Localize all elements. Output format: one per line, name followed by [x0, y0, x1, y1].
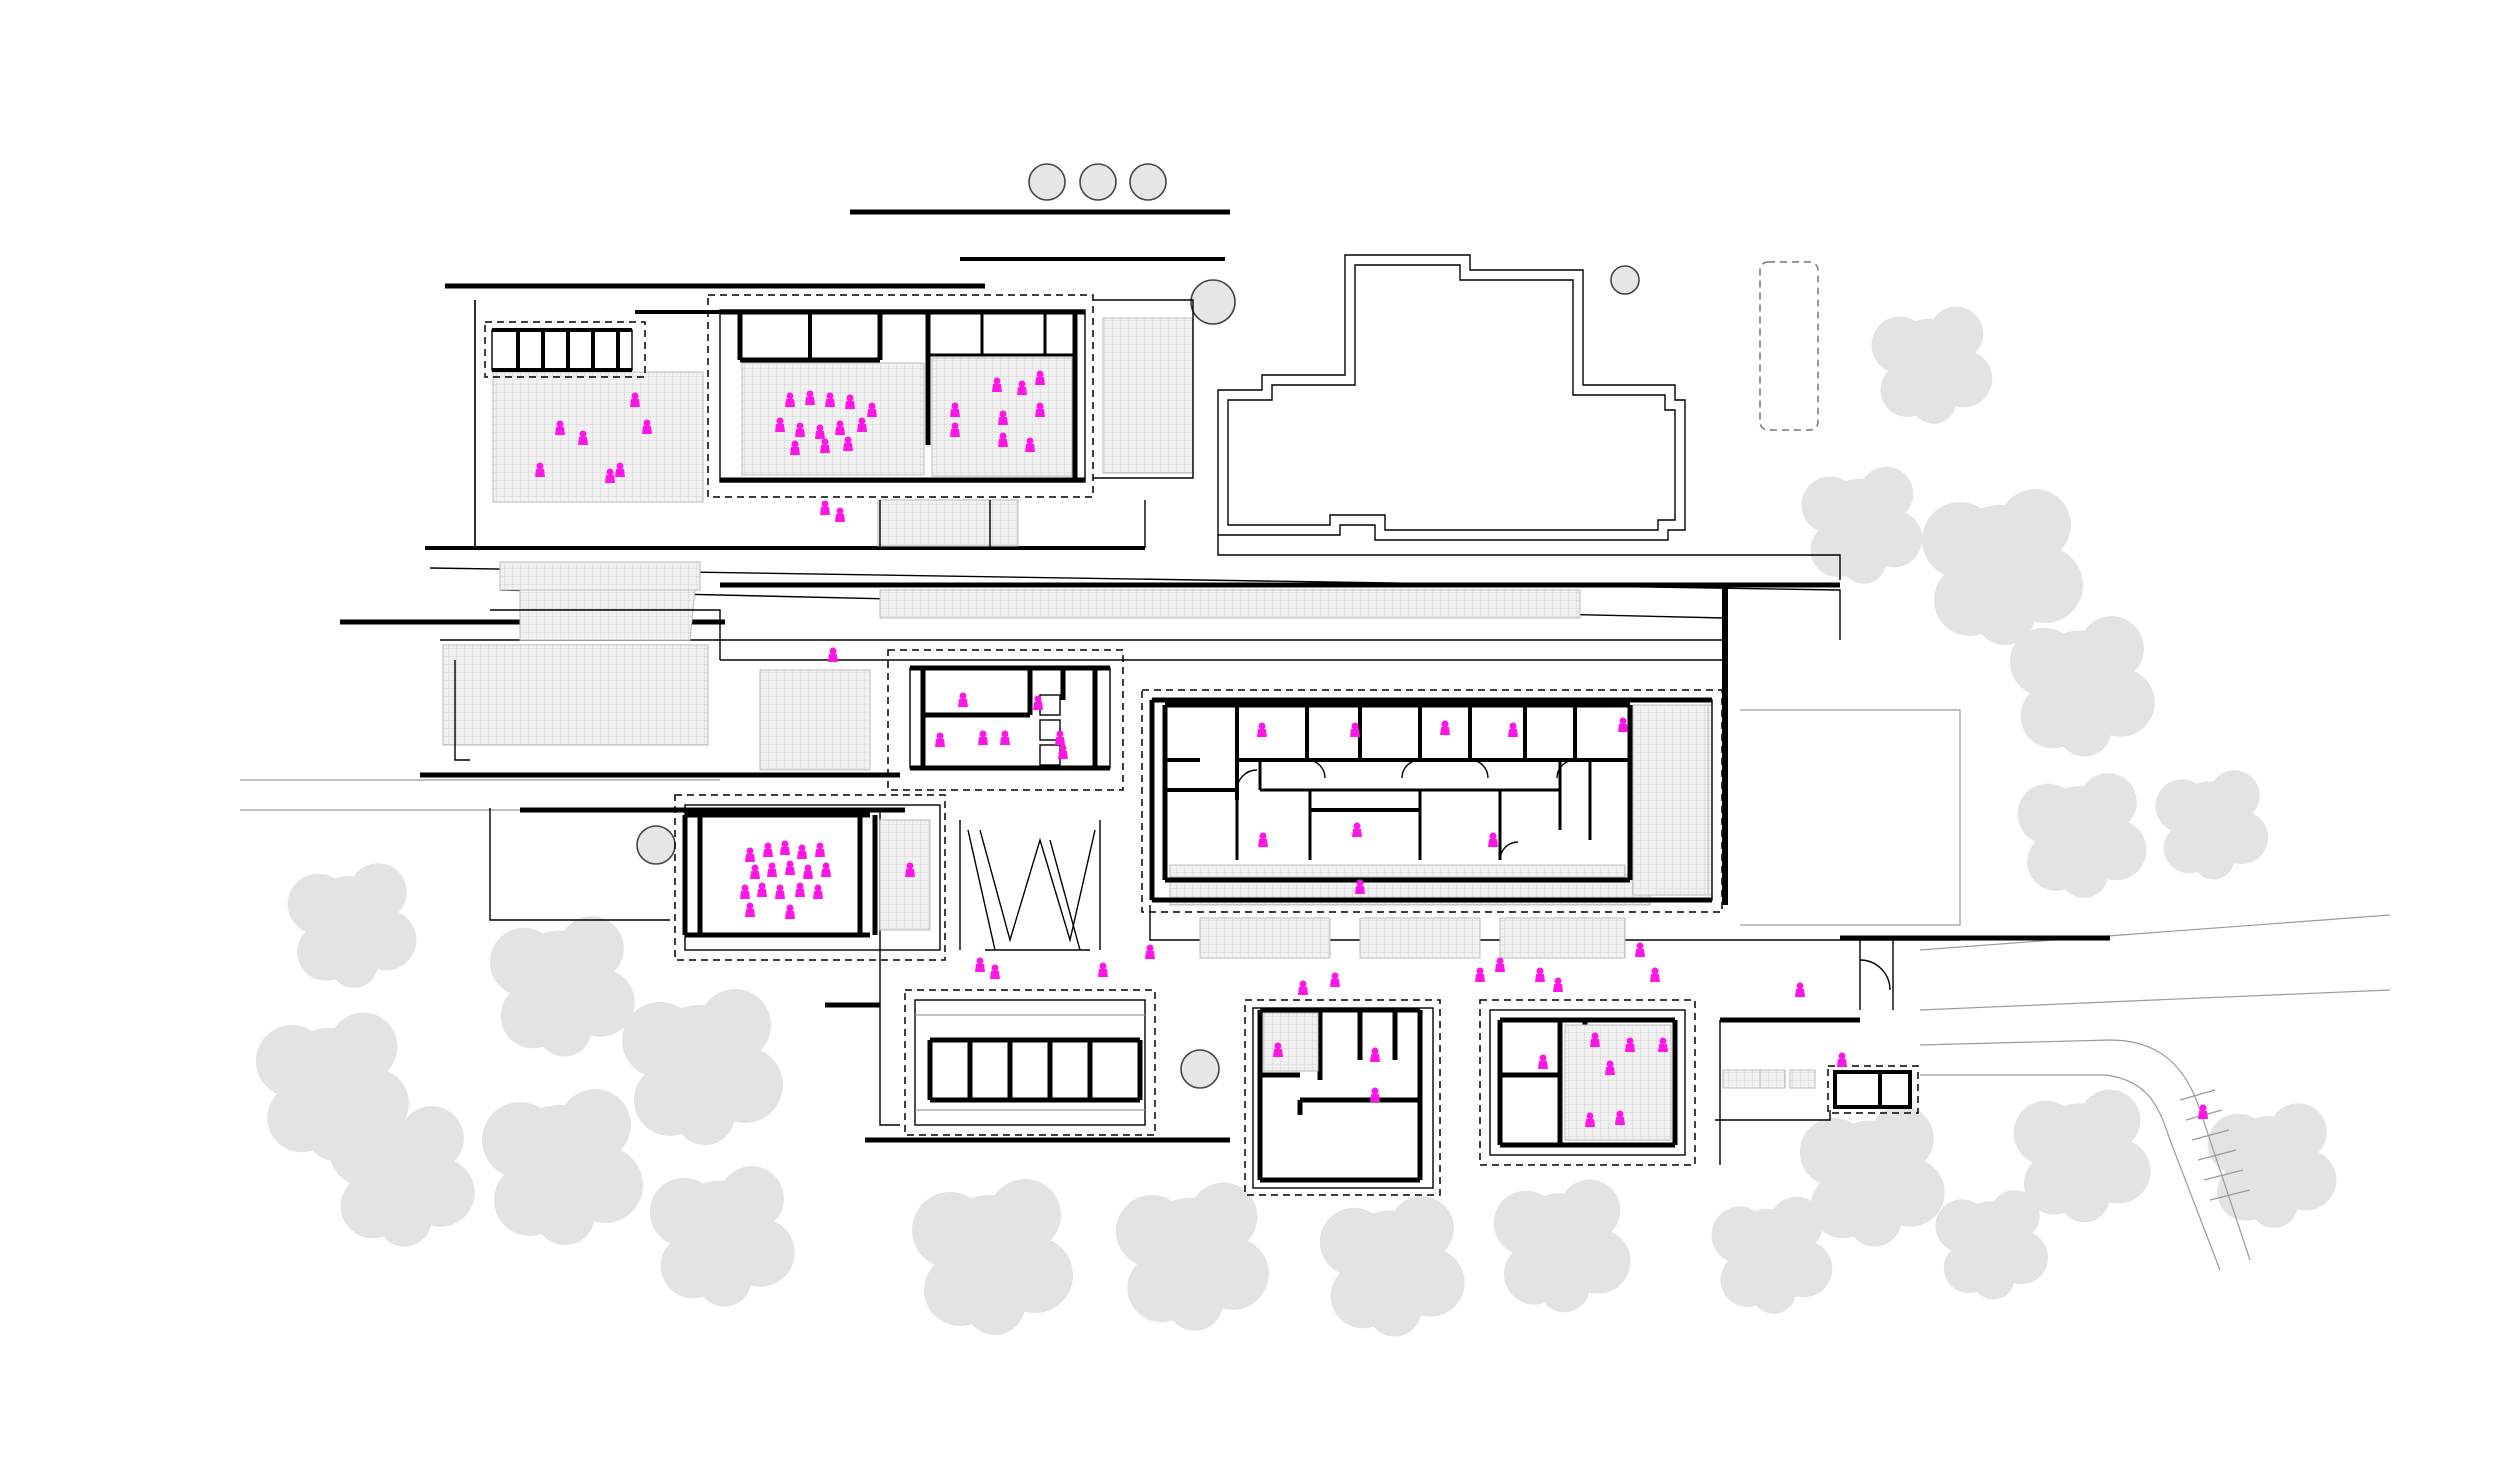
- person-icon: [1795, 982, 1805, 997]
- person-icon: [958, 692, 968, 707]
- person-icon: [978, 730, 988, 745]
- south-block-3: [1479, 999, 1696, 1166]
- person-icon: [780, 840, 790, 855]
- person-icon: [821, 862, 831, 877]
- person-icon: [1370, 1087, 1380, 1102]
- tree-icon: [1319, 1196, 1465, 1337]
- gate-house: [1827, 940, 1919, 1114]
- central-block: [887, 649, 1124, 791]
- person-icon: [1352, 822, 1362, 837]
- person-icon: [1298, 980, 1308, 995]
- door-swing-icon: [1236, 759, 1576, 861]
- tree-icon: [1115, 1182, 1269, 1331]
- person-icon: [1538, 1054, 1548, 1069]
- tree-icon: [1871, 306, 1993, 424]
- columns: [636, 163, 1640, 1089]
- column-icon: [1028, 163, 1066, 201]
- person-icon: [1475, 967, 1485, 982]
- column-icon: [636, 825, 676, 865]
- tree-icon: [287, 863, 417, 988]
- person-icon: [745, 902, 755, 917]
- tree-icon: [1493, 1179, 1631, 1313]
- person-icon: [813, 884, 823, 899]
- person-icon: [745, 847, 755, 862]
- person-icon: [1553, 977, 1563, 992]
- person-icon: [775, 884, 785, 899]
- classroom-block: [674, 794, 946, 961]
- person-icon: [1440, 720, 1450, 735]
- existing-building: [1217, 254, 1841, 580]
- person-icon: [1495, 957, 1505, 972]
- ramp: [959, 820, 1101, 951]
- person-icon: [785, 904, 795, 919]
- column-icon: [1129, 163, 1167, 201]
- person-icon: [1055, 730, 1065, 745]
- tree-icon: [2207, 1103, 2337, 1228]
- tree-icon: [482, 1089, 643, 1245]
- person-icon: [757, 882, 767, 897]
- person-icon: [1370, 1047, 1380, 1062]
- person-icon: [1635, 942, 1645, 957]
- person-icon: [1837, 1052, 1847, 1067]
- person-icon: [767, 862, 777, 877]
- north-site-lines: [454, 299, 1194, 761]
- person-icon: [828, 647, 838, 662]
- site-lines: [240, 261, 2391, 1271]
- person-icon: [835, 507, 845, 522]
- tree-icon: [622, 989, 783, 1145]
- tree-icon: [1711, 1196, 1833, 1314]
- person-icon: [1145, 944, 1155, 959]
- person-icon: [2198, 1104, 2208, 1119]
- person-icon: [935, 732, 945, 747]
- person-icon: [1535, 967, 1545, 982]
- tree-icon: [649, 1166, 795, 1307]
- person-icon: [803, 864, 813, 879]
- north-pavilion: [707, 294, 1094, 498]
- person-icon: [795, 882, 805, 897]
- person-icon: [763, 842, 773, 857]
- column-icon: [1610, 265, 1640, 295]
- person-icon: [815, 842, 825, 857]
- tree-icon: [1801, 466, 1923, 584]
- tree-icon: [489, 916, 635, 1057]
- north-annex: [484, 321, 646, 378]
- person-icon: [820, 500, 830, 515]
- tree-icon: [1935, 1190, 2049, 1300]
- tree-icon: [2009, 616, 2155, 757]
- column-icon: [1190, 279, 1236, 325]
- person-icon: [1033, 695, 1043, 710]
- person-icon: [1257, 722, 1267, 737]
- person-icon: [785, 860, 795, 875]
- tree-icon: [912, 1179, 1073, 1335]
- south-block-1: [904, 989, 1156, 1136]
- person-icon: [990, 964, 1000, 979]
- person-icon: [1488, 832, 1498, 847]
- person-icon: [1618, 717, 1628, 732]
- person-icon: [1508, 722, 1518, 737]
- person-icon: [975, 957, 985, 972]
- person-icon: [1650, 967, 1660, 982]
- column-icon: [1079, 163, 1117, 201]
- person-icon: [1000, 730, 1010, 745]
- column-icon: [1180, 1049, 1220, 1089]
- tree-icon: [1922, 489, 2083, 645]
- main-ward-block: [1141, 689, 1723, 913]
- person-icon: [750, 864, 760, 879]
- person-icon: [1098, 962, 1108, 977]
- person-icon: [1330, 972, 1340, 987]
- person-icon: [1258, 832, 1268, 847]
- person-icon: [740, 884, 750, 899]
- tree-icon: [329, 1106, 475, 1247]
- tree-icon: [2155, 770, 2269, 880]
- south-block-2: [1244, 999, 1441, 1196]
- tree-icon: [2017, 773, 2147, 898]
- person-icon: [797, 844, 807, 859]
